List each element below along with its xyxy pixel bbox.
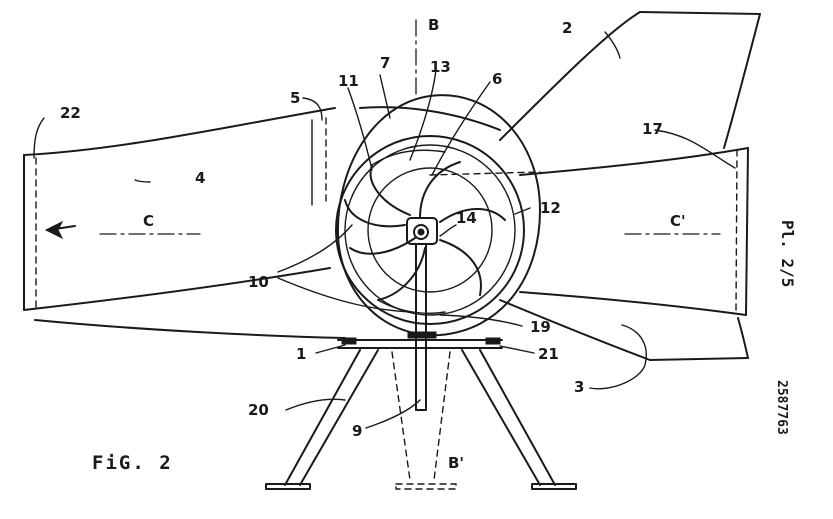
reference-labels: 22 4 5 11 7 13 6 2 17 12 14 10 19 3 1 21… [60, 16, 686, 472]
volute-housing [335, 94, 541, 337]
drive-shaft [415, 244, 427, 411]
axis-label-c: C [143, 212, 154, 230]
label-19: 19 [530, 318, 551, 336]
axis-label-b: B [428, 16, 439, 34]
base-plate [337, 331, 503, 349]
sheet-number: Pl. 2/5 [778, 220, 797, 287]
label-11: 11 [338, 72, 359, 90]
label-7: 7 [380, 54, 390, 72]
outlet-duct [519, 147, 749, 316]
label-12: 12 [540, 199, 561, 217]
label-14: 14 [456, 209, 477, 227]
label-22: 22 [60, 104, 81, 122]
patent-number: 2587763 [774, 380, 789, 435]
label-1: 1 [296, 345, 306, 363]
label-17: 17 [642, 120, 663, 138]
motor-hub [406, 217, 438, 245]
label-6: 6 [492, 70, 502, 88]
label-10: 10 [248, 273, 269, 291]
label-21: 21 [538, 345, 559, 363]
label-4: 4 [195, 169, 205, 187]
leader-lines [33, 31, 736, 429]
axis-label-b-prime: B' [448, 454, 464, 472]
label-13: 13 [430, 58, 451, 76]
upper-outlet-hood [359, 11, 761, 149]
label-2: 2 [562, 19, 572, 37]
inlet-duct [23, 107, 346, 339]
label-5: 5 [290, 89, 300, 107]
label-20: 20 [248, 401, 269, 419]
axis-lines [44, 19, 721, 240]
label-9: 9 [352, 422, 362, 440]
figure-caption: FiG. 2 [92, 452, 173, 474]
impeller-blades [344, 149, 506, 314]
lower-outlet-hood [499, 299, 749, 361]
support-stand [265, 349, 577, 490]
label-3: 3 [574, 378, 584, 396]
axis-label-c-prime: C' [670, 212, 686, 230]
